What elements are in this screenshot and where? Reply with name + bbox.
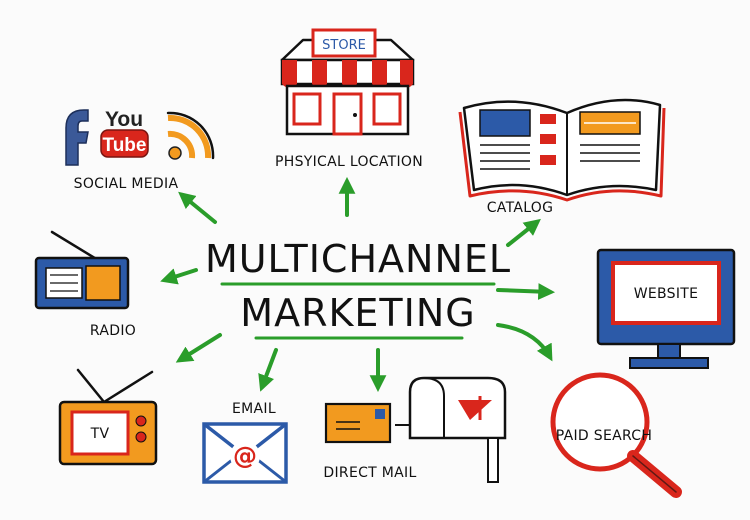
direct-mail-channel: DIRECT MAIL xyxy=(323,376,507,483)
social-media-label: SOCIAL MEDIA xyxy=(74,176,179,192)
catalog-label: CATALOG xyxy=(487,200,554,216)
at-symbol-icon: @ xyxy=(233,442,257,470)
mailbox-icon xyxy=(408,376,507,483)
email-label: EMAIL xyxy=(232,401,276,417)
website-label: WEBSITE xyxy=(634,286,699,302)
arrow-to-paid-search xyxy=(496,323,553,362)
physical-location-label: PHSYICAL LOCATION xyxy=(275,154,423,170)
catalog-book-icon xyxy=(458,98,666,202)
tv-channel: TV xyxy=(58,368,158,466)
website-channel: WEBSITE xyxy=(596,248,736,369)
title-line-1: MULTICHANNEL xyxy=(205,237,511,281)
mail-envelope-icon xyxy=(324,402,430,444)
email-channel: EMAIL @ xyxy=(202,401,288,484)
monitor-icon xyxy=(596,248,736,369)
youtube-icon: You Tube xyxy=(100,108,149,158)
arrow-to-tv xyxy=(175,333,222,363)
paid-search-label: PAID SEARCH xyxy=(556,428,652,444)
youtube-tube-text: Tube xyxy=(103,135,147,156)
arrow-to-catalog xyxy=(506,218,541,247)
central-title: MULTICHANNEL MARKETING xyxy=(205,237,511,340)
social-media-channel: You Tube SOCIAL MEDIA xyxy=(65,108,215,192)
facebook-icon xyxy=(65,109,89,166)
youtube-you-text: You xyxy=(105,108,143,131)
envelope-icon: @ xyxy=(202,422,288,484)
arrow-to-email xyxy=(258,348,278,392)
title-line-2: MARKETING xyxy=(240,291,475,335)
arrow-to-social-media xyxy=(178,191,217,224)
rss-icon xyxy=(166,111,215,160)
arrows xyxy=(160,176,556,393)
direct-mail-label: DIRECT MAIL xyxy=(323,465,416,481)
radio-icon xyxy=(34,230,130,310)
radio-label: RADIO xyxy=(90,323,136,339)
magnifier-icon xyxy=(550,372,682,498)
store-sign-text: STORE xyxy=(322,38,366,53)
store-icon: STORE xyxy=(280,28,415,136)
arrow-to-website xyxy=(496,283,556,300)
tv-icon xyxy=(58,368,158,466)
paid-search-channel: PAID SEARCH xyxy=(550,372,682,498)
arrow-to-radio xyxy=(160,268,198,285)
radio-channel: RADIO xyxy=(34,230,136,339)
catalog-channel: CATALOG xyxy=(458,98,666,216)
physical-location-channel: STORE PHSYICAL LOCATION xyxy=(275,28,423,170)
tv-label: TV xyxy=(90,426,110,442)
